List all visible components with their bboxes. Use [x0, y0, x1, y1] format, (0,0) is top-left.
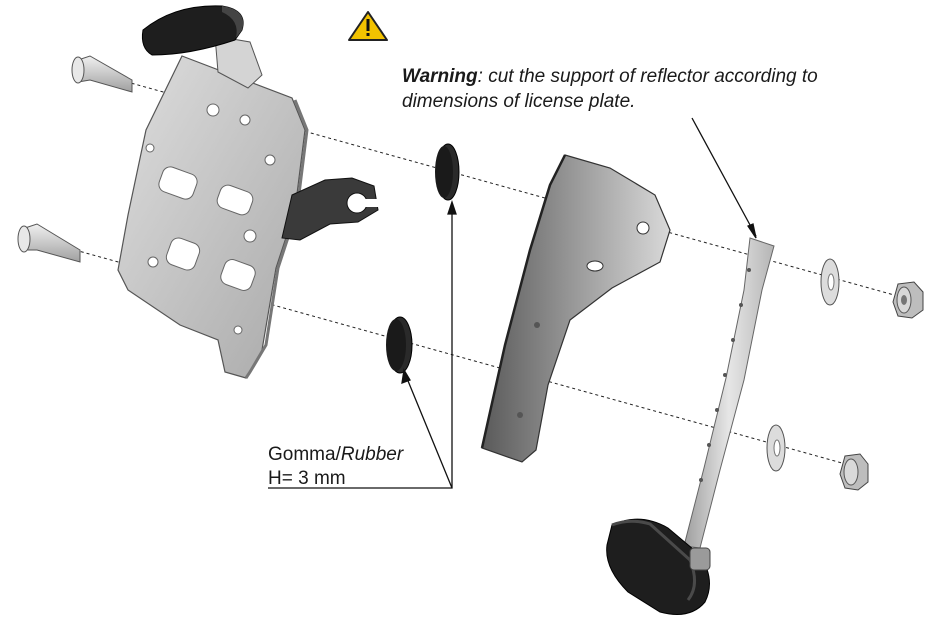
warning-leader-line [691, 117, 757, 237]
upper-screw [71, 55, 133, 93]
rubber-material-english: Rubber [340, 444, 404, 465]
warning-note: Warning: cut the support of reflector ac… [402, 64, 872, 114]
lower-screw [17, 223, 81, 263]
rubber-material-line: Gomma/Rubber [268, 443, 403, 467]
upper-rubber-spacer [435, 143, 460, 201]
rubber-leader-line-lower [405, 375, 453, 489]
bottom-reflector [606, 518, 711, 615]
upper-nut [892, 281, 924, 319]
top-reflector [141, 5, 244, 56]
warning-triangle-icon [348, 11, 388, 41]
reflector-support-arm [683, 237, 775, 549]
plate-holes [145, 103, 276, 335]
main-bracket [480, 154, 671, 463]
leader-lines [268, 117, 757, 489]
warning-keyword: Warning [402, 66, 478, 87]
warning-note-text: : cut the support of reflector according… [402, 66, 818, 112]
rubber-height: H= 3 mm [268, 468, 346, 489]
rubber-leader-arrow-lower [401, 368, 411, 384]
side-bracket [281, 177, 381, 241]
upper-axis-line [119, 79, 906, 299]
license-plate-holder [117, 35, 309, 379]
lower-nut [839, 453, 869, 491]
warning-leader-arrow [747, 223, 757, 239]
rubber-material-italian: Gomma/ [268, 444, 341, 465]
rubber-leader-arrow-upper [447, 199, 457, 215]
upper-washer [820, 258, 840, 306]
lower-rubber-spacer [386, 316, 413, 374]
rubber-spacer-note: Gomma/Rubber H= 3 mm [268, 443, 403, 491]
lower-washer [766, 424, 786, 472]
